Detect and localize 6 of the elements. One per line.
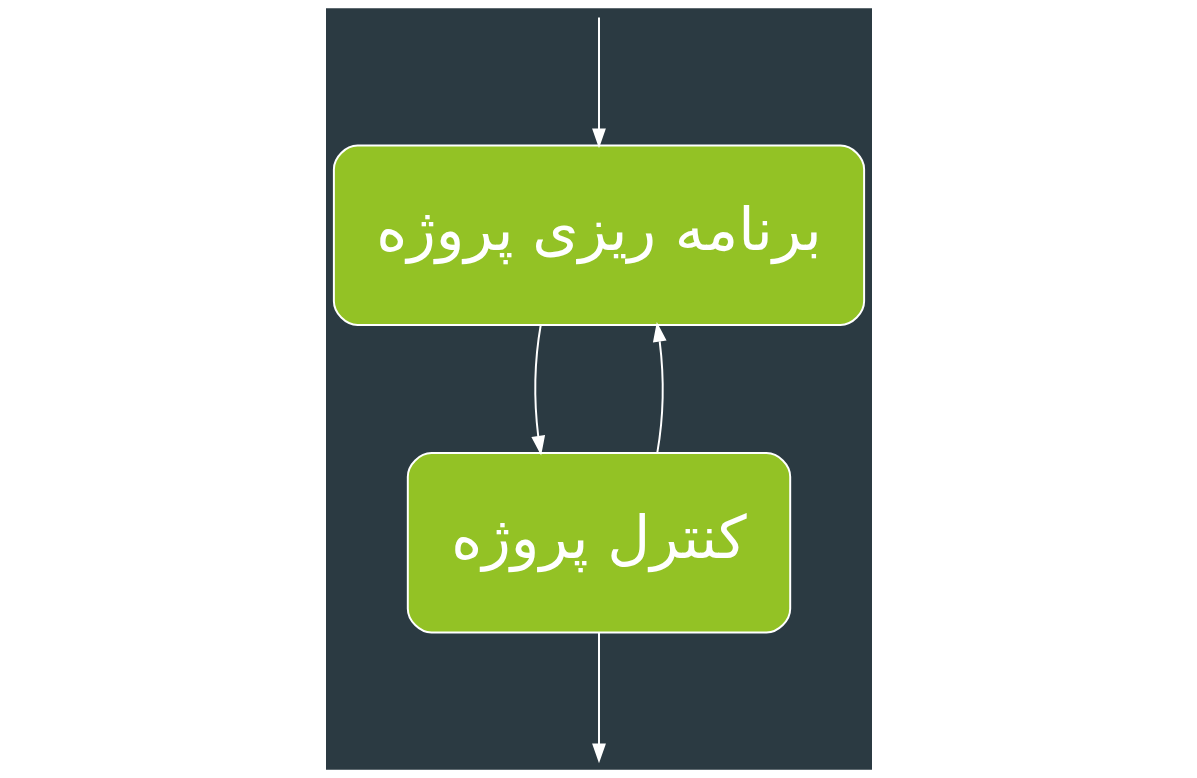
- arrow: [530, 324, 545, 456]
- node-box: برنامه ریزی پروژه: [332, 144, 865, 326]
- node-box: کنترل پروژه: [406, 452, 791, 634]
- arrow: [591, 631, 606, 764]
- arrow: [591, 16, 606, 149]
- arrow: [652, 322, 667, 454]
